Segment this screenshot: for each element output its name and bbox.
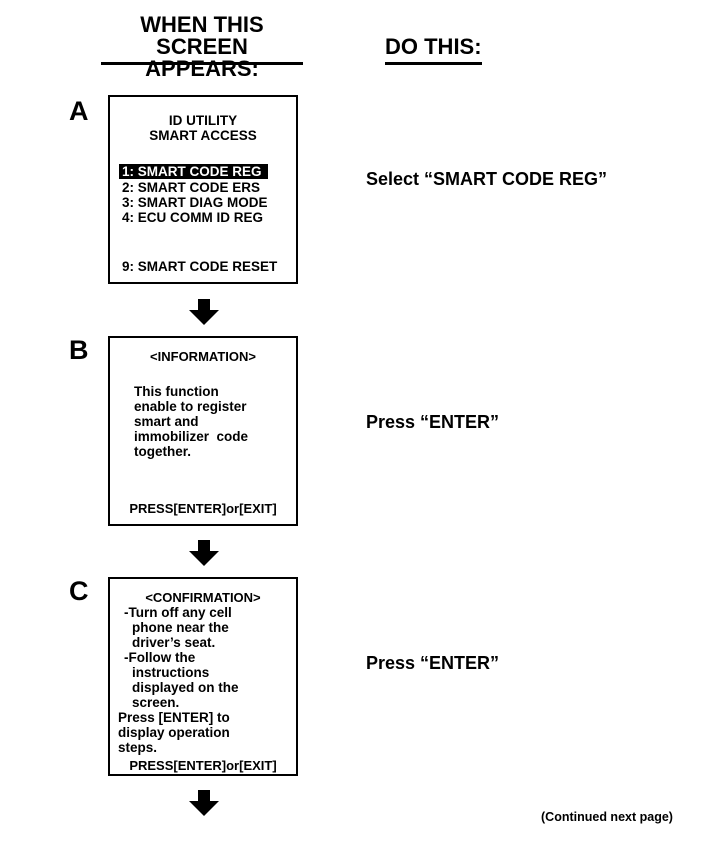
screen-c-title: <CONFIRMATION> [145, 590, 261, 605]
action-b: Press “ENTER” [366, 412, 500, 432]
down-arrow-icon [189, 299, 219, 325]
header-when-line2: SCREEN APPEARS: [145, 34, 259, 81]
step-letter-a: A [69, 96, 89, 126]
screen-c: <CONFIRMATION> -Turn off any cell phone … [108, 577, 298, 776]
step-letter-b: B [69, 335, 89, 365]
screen-b-body-line: This function [134, 384, 219, 399]
screen-b-body-line: together. [134, 444, 192, 459]
screen-c-body-line: driver’s seat. [132, 635, 216, 650]
screen-b-body-line: smart and [134, 414, 199, 429]
screen-c-body-line: display operation [118, 725, 230, 740]
header-underline-right [385, 62, 482, 65]
continued-note: (Continued next page) [541, 810, 673, 824]
screen-a-title-1: ID UTILITY [168, 113, 238, 128]
action-a: Select “SMART CODE REG” [366, 169, 608, 189]
screen-c-body-line: instructions [132, 665, 210, 680]
screen-c-footer: PRESS[ENTER]or[EXIT] [129, 758, 277, 773]
screen-c-body-line: phone near the [132, 620, 229, 635]
header-when-line1: WHEN THIS [140, 12, 264, 37]
step-letter-c: C [69, 576, 89, 606]
screen-b: <INFORMATION> This function enable to re… [108, 336, 298, 526]
screen-c-body-line: -Follow the [124, 650, 196, 665]
screen-b-title: <INFORMATION> [150, 349, 256, 364]
screen-a: ID UTILITY SMART ACCESS 1: SMART CODE RE… [108, 95, 298, 284]
screen-a-title-2: SMART ACCESS [149, 128, 257, 143]
screen-b-body-line: enable to register [134, 399, 247, 414]
screen-c-body-line: -Turn off any cell [124, 605, 232, 620]
screen-b-body-line: immobilizer code [134, 429, 249, 444]
screen-c-body-line: screen. [132, 695, 180, 710]
screen-c-body-line: steps. [118, 740, 158, 755]
menu-item-smart-code-ers: 2: SMART CODE ERS [122, 180, 261, 195]
menu-item-smart-code-reset: 9: SMART CODE RESET [122, 259, 278, 274]
header-underline-left [101, 62, 303, 65]
action-c: Press “ENTER” [366, 653, 500, 673]
column-header-when: WHEN THIS SCREEN APPEARS: [101, 14, 303, 80]
menu-item-smart-diag-mode: 3: SMART DIAG MODE [122, 195, 268, 210]
screen-b-footer: PRESS[ENTER]or[EXIT] [129, 501, 277, 516]
down-arrow-icon [189, 540, 219, 566]
menu-item-smart-code-reg: 1: SMART CODE REG [119, 164, 268, 179]
screen-c-body-line: Press [ENTER] to [118, 710, 230, 725]
screen-c-body-line: displayed on the [132, 680, 239, 695]
menu-item-ecu-comm-id-reg: 4: ECU COMM ID REG [122, 210, 264, 225]
down-arrow-icon [189, 790, 219, 816]
column-header-do-this: DO THIS: [385, 34, 482, 59]
